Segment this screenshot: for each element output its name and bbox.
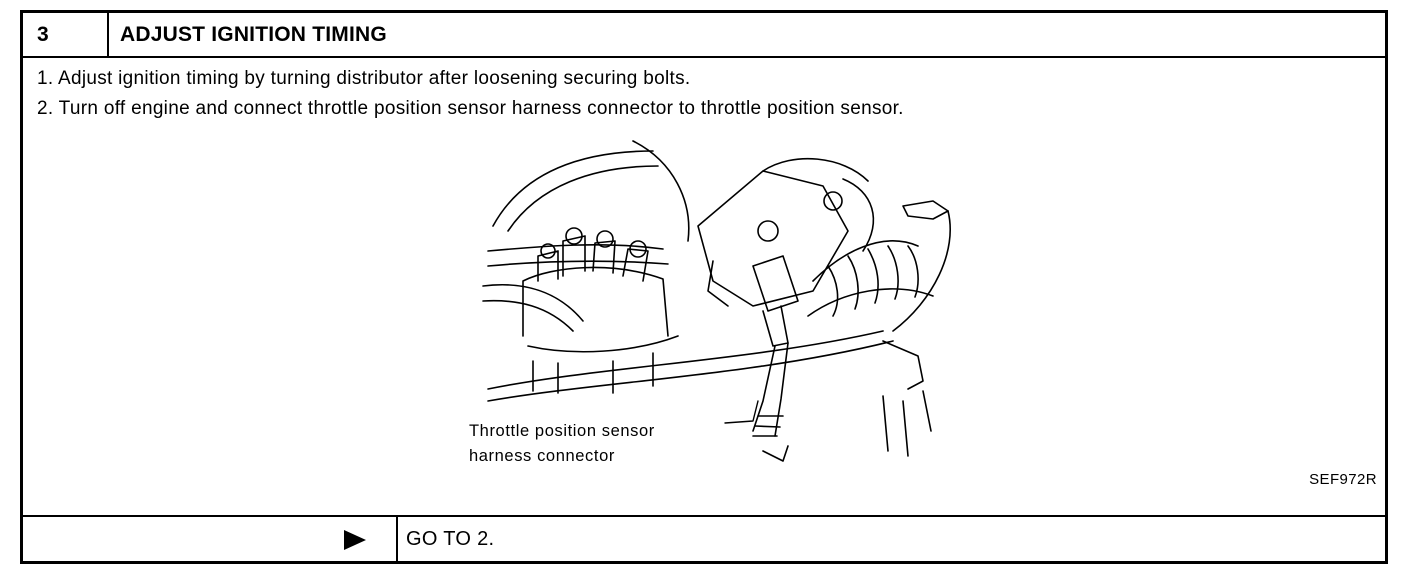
connector-callout: Throttle position sensor harness connect… xyxy=(469,419,655,469)
footer-row: GO TO 2. xyxy=(23,515,1385,561)
callout-line-2: harness connector xyxy=(469,447,615,465)
callout-line-1: Throttle position sensor xyxy=(469,422,655,440)
procedure-table: 3 ADJUST IGNITION TIMING 1. Adjust ignit… xyxy=(20,10,1388,564)
instruction-cell: 1. Adjust ignition timing by turning dis… xyxy=(23,58,1385,518)
engine-illustration xyxy=(482,140,952,462)
arrow-cell xyxy=(23,517,398,561)
header-row: 3 ADJUST IGNITION TIMING xyxy=(23,13,1385,58)
step-title: ADJUST IGNITION TIMING xyxy=(120,23,387,46)
instruction-1: 1. Adjust ignition timing by turning dis… xyxy=(37,68,691,89)
next-step-action[interactable]: GO TO 2. xyxy=(406,528,495,550)
instruction-2: 2. Turn off engine and connect throttle … xyxy=(37,98,904,119)
figure-id: SEF972R xyxy=(1309,471,1377,488)
step-number: 3 xyxy=(23,13,109,56)
right-triangle-icon xyxy=(344,530,366,550)
